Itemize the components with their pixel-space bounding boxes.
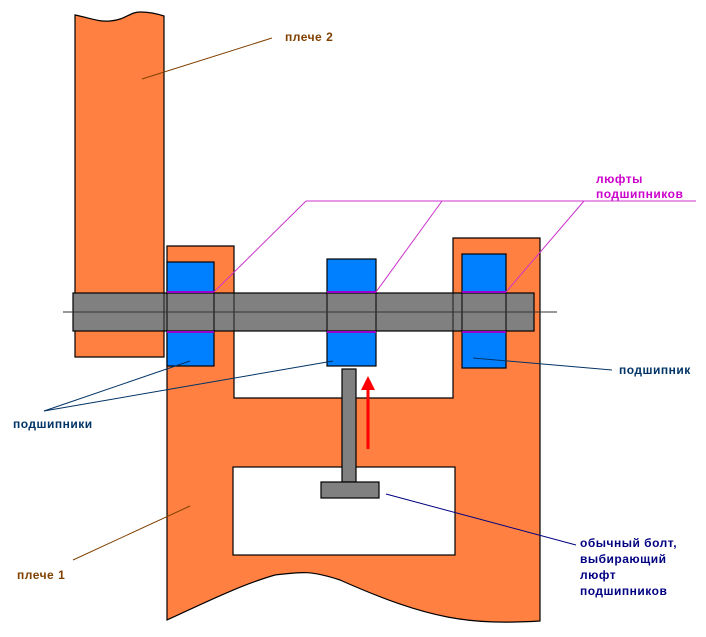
bearing-center-top bbox=[326, 258, 377, 294]
bolt-head bbox=[320, 481, 380, 499]
bearings-leaders bbox=[43, 360, 334, 412]
bearing-leader bbox=[472, 357, 613, 371]
force-arrow-head bbox=[361, 376, 375, 390]
arm-2-leader bbox=[141, 37, 273, 80]
bearing-left-top bbox=[166, 261, 215, 294]
bolt-label-line3: люфт bbox=[580, 568, 616, 582]
bearings-label: подшипники bbox=[13, 417, 93, 431]
arm-2 bbox=[74, 11, 165, 358]
bolt-label-line1: обычный болт, bbox=[580, 536, 677, 550]
bearing-center-bottom bbox=[326, 330, 377, 367]
bolt-stem bbox=[341, 368, 357, 483]
bearing-right-top bbox=[461, 253, 507, 294]
bearing-left-bottom bbox=[166, 330, 215, 367]
bearing-play-gaps bbox=[167, 291, 506, 333]
bearing-play-label-line2: подшипников bbox=[596, 187, 683, 201]
bolt-leader bbox=[385, 493, 577, 546]
arm-1-label: плече 1 bbox=[17, 568, 65, 582]
bearing-play-leaders bbox=[213, 200, 696, 293]
arm-1-leader bbox=[72, 505, 191, 561]
bolt-label-line4: подшипников bbox=[580, 584, 667, 598]
bolt-label-line2: выбирающий bbox=[580, 552, 667, 566]
bearing-label: подшипник bbox=[619, 363, 691, 377]
bearing-right-bottom bbox=[461, 330, 507, 369]
bearing-play-label-line1: люфты bbox=[596, 172, 643, 186]
arm-2-label: плече 2 bbox=[285, 30, 333, 44]
